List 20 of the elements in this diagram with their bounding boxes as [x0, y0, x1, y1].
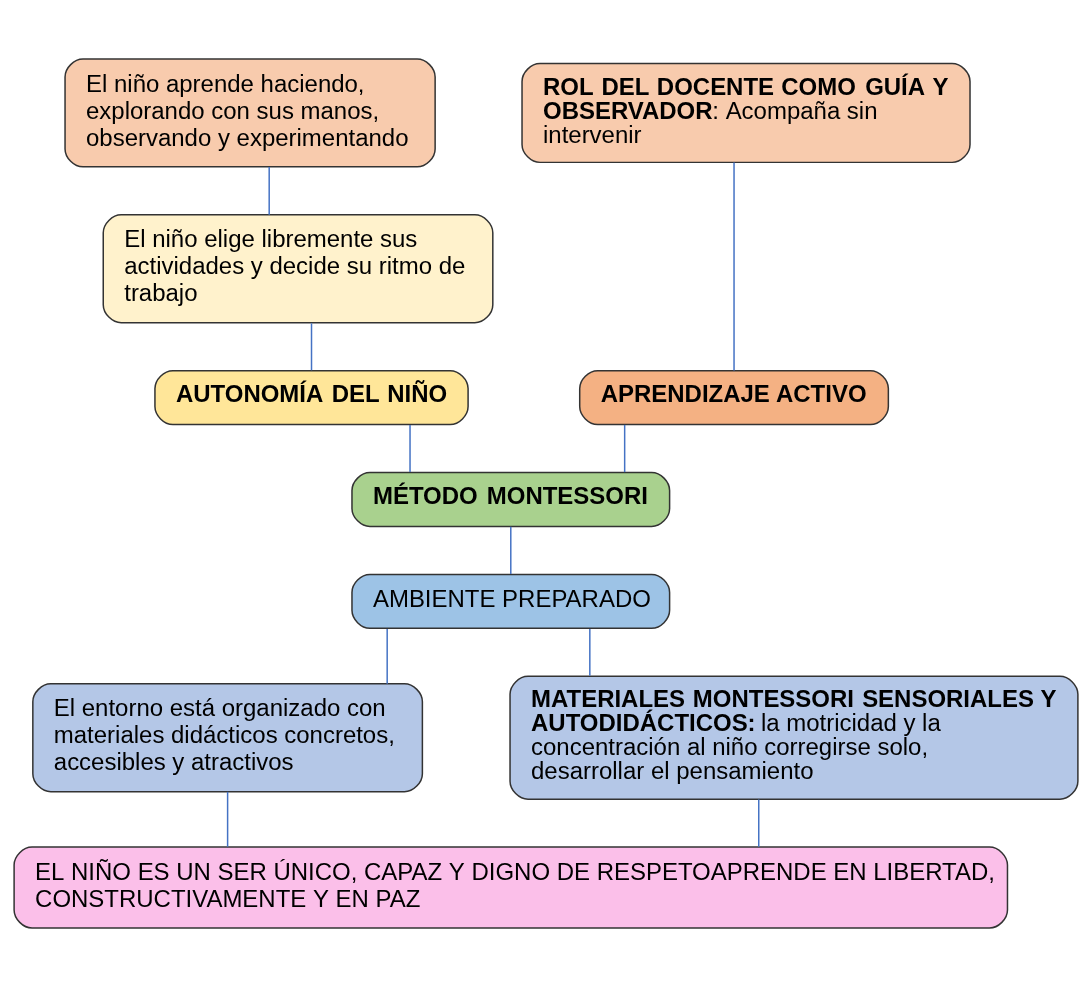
node-box: EL NIÑO ES UN SER ÚNICO, CAPAZ Y DIGNO DE RESPETOAPRENDE EN LIBERTAD, CONSTRUCTIVAMENTE Y EN PAZ — [13, 845, 1009, 929]
connector — [226, 790, 229, 847]
connector — [758, 798, 760, 848]
connector — [589, 627, 591, 677]
node-box: APRENDIZAJE ACTIVO — [578, 369, 890, 425]
node-box: AMBIENTE PREPARADO — [351, 573, 671, 629]
node-box: MATERIALES MONTESSORI SENSORIALES Y AUTODIDÁCTICOS: la motricidad y la concentración al niño corregirse solo, desarrollar el pensamiento — [509, 675, 1079, 800]
connector — [623, 423, 626, 473]
connector — [386, 627, 388, 684]
node-box: El niño aprende haciendo, explorando con sus manos, observando y experimentando — [64, 57, 436, 168]
connector — [310, 322, 313, 371]
node-box: AUTONOMÍA DEL NIÑO — [154, 369, 469, 425]
node-box: El entorno está organizado con materiales didácticos concretos, accesibles y atractivos — [32, 682, 424, 792]
connector — [268, 165, 270, 216]
node-box: MÉTODO MONTESSORI — [351, 471, 671, 527]
connector — [409, 423, 411, 473]
connector — [510, 525, 512, 575]
node-box: ROL DEL DOCENTE COMO GUÍA Y OBSERVADOR: Acompaña sin intervenir — [521, 62, 971, 163]
connector — [733, 161, 735, 371]
node-box: El niño elige libremente sus actividades y decide su ritmo de trabajo — [102, 213, 494, 323]
